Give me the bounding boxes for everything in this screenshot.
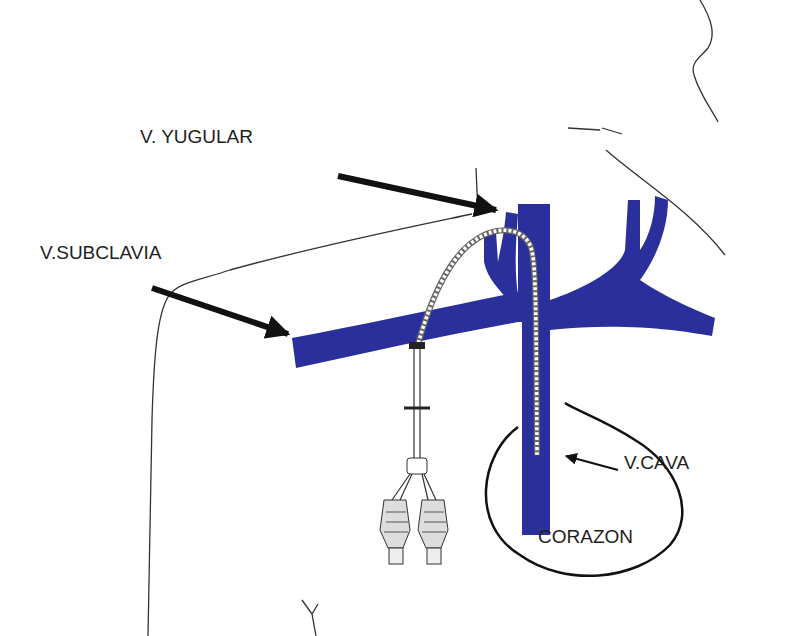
veins (292, 196, 715, 535)
vein-label: V. YUGULAR (140, 127, 253, 148)
organ-label: CORAZON (538, 527, 633, 548)
heart-outline: CORAZON (475, 395, 685, 580)
heart-shape (475, 395, 685, 580)
pointer-arrows (152, 176, 618, 470)
body-outline (148, 0, 725, 636)
vein-label: V.SUBCLAVIA (40, 243, 161, 264)
heart-outline-path (486, 403, 682, 576)
catheter (380, 230, 537, 564)
